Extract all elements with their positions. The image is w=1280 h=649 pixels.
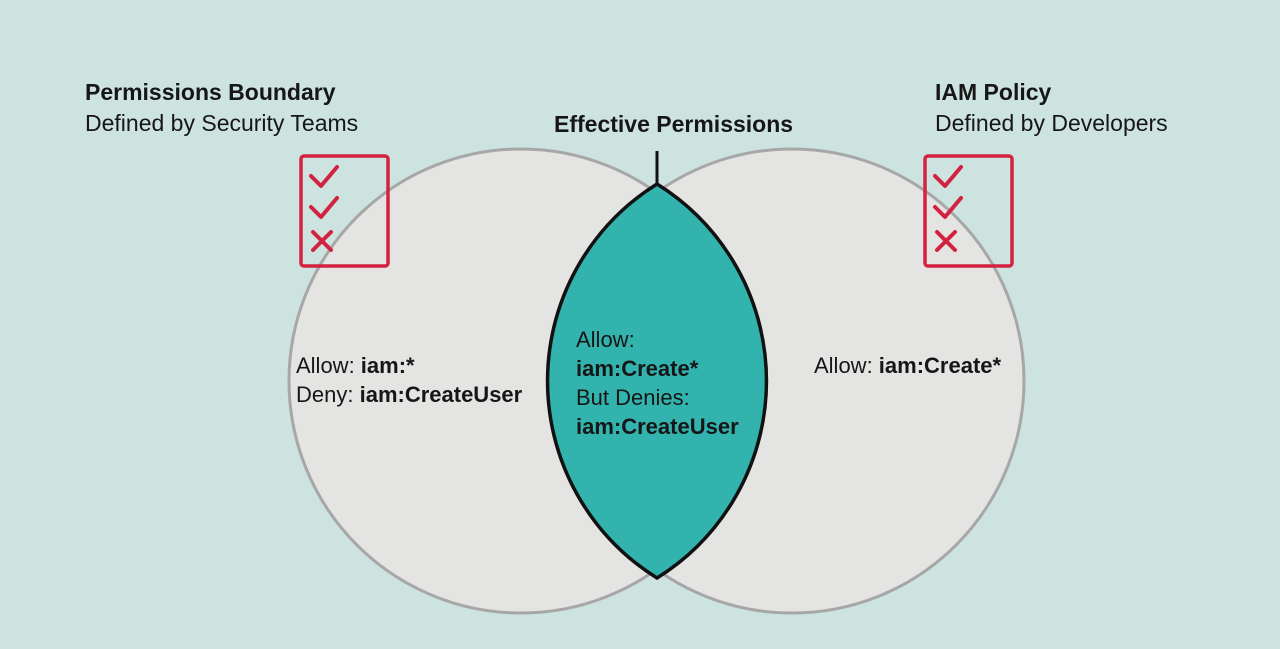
allow-value: iam:Create*	[878, 353, 1002, 378]
check-icon	[309, 196, 339, 219]
allow-label: Allow:	[296, 353, 361, 378]
check-icon	[309, 165, 339, 188]
x-icon	[311, 230, 333, 252]
effective-allow-label: Allow:	[576, 327, 635, 352]
boundary-allow-rule: Allow: iam:*	[296, 351, 522, 380]
x-icon	[935, 230, 957, 252]
allow-label: Allow:	[814, 353, 879, 378]
effective-deny-label: But Denies:	[576, 385, 690, 410]
iam-policy-title: IAM Policy	[935, 79, 1052, 105]
permissions-boundary-label: Permissions Boundary Defined by Security…	[85, 77, 358, 139]
boundary-deny-rule: Deny: iam:CreateUser	[296, 380, 522, 409]
check-icon	[933, 196, 963, 219]
permissions-boundary-rules: Allow: iam:* Deny: iam:CreateUser	[296, 351, 522, 409]
deny-value: iam:CreateUser	[359, 382, 523, 407]
iam-policy-rules: Allow: iam:Create*	[814, 351, 1001, 380]
iam-policy-checklist-icon	[923, 154, 1014, 268]
permissions-boundary-title: Permissions Boundary	[85, 79, 336, 105]
policy-allow-rule: Allow: iam:Create*	[814, 351, 1001, 380]
effective-deny-value: iam:CreateUser	[576, 414, 739, 439]
permissions-boundary-checklist-icon	[299, 154, 390, 268]
effective-permissions-intersection	[545, 181, 769, 581]
permissions-boundary-subtitle: Defined by Security Teams	[85, 110, 359, 136]
check-icon	[933, 165, 963, 188]
effective-allow-value: iam:Create*	[576, 356, 699, 381]
allow-value: iam:*	[360, 353, 415, 378]
effective-permissions-rules: Allow: iam:Create* But Denies: iam:Creat…	[576, 325, 739, 441]
iam-policy-subtitle: Defined by Developers	[935, 110, 1168, 136]
iam-policy-label: IAM Policy Defined by Developers	[935, 77, 1168, 139]
deny-label: Deny:	[296, 382, 360, 407]
effective-permissions-title: Effective Permissions	[554, 111, 794, 137]
